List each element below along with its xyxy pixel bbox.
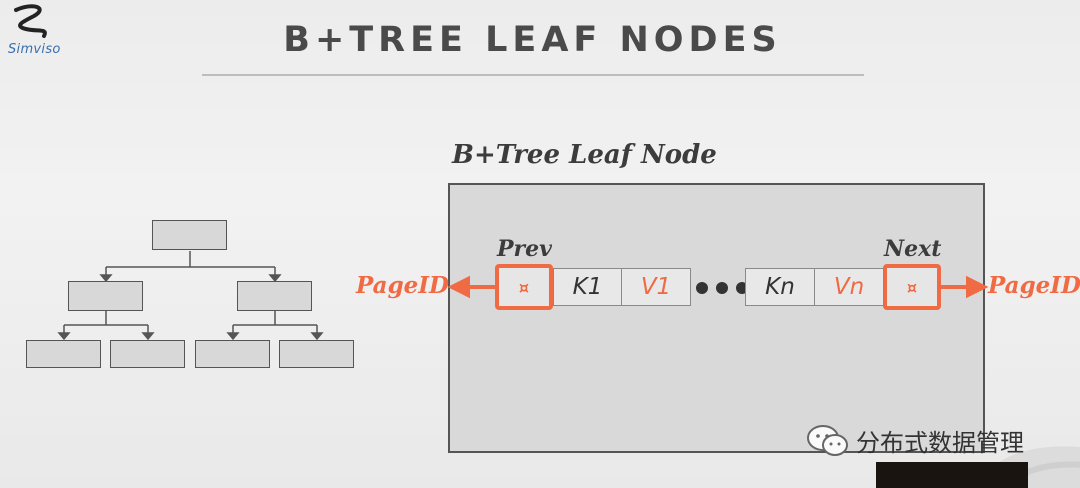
tree-leaf-node bbox=[110, 340, 185, 368]
title-divider bbox=[202, 74, 864, 76]
dot bbox=[696, 282, 708, 294]
left-pageid-label: PageID bbox=[356, 272, 449, 299]
simviso-logo: Simviso bbox=[4, 2, 66, 64]
tree-leaf-node bbox=[195, 340, 270, 368]
dot bbox=[716, 282, 728, 294]
tree-leaf-node bbox=[279, 340, 354, 368]
prev-label: Prev bbox=[497, 236, 552, 262]
key-cell-first: K1 bbox=[553, 268, 622, 306]
logo-mark-icon bbox=[4, 2, 66, 44]
page-title: B+TREE LEAF NODES bbox=[200, 20, 865, 60]
video-overlay-corner bbox=[876, 462, 1028, 488]
next-pointer-box: ¤ bbox=[883, 264, 941, 310]
next-label: Next bbox=[884, 236, 941, 262]
tree-inner-node bbox=[237, 281, 312, 311]
tree-leaf-node bbox=[26, 340, 101, 368]
prev-pointer-box: ¤ bbox=[495, 264, 553, 310]
wechat-watermark: 分布式数据管理 bbox=[806, 423, 1024, 458]
key-cell-last: Kn bbox=[745, 268, 815, 306]
right-pageid-label: PageID bbox=[988, 272, 1080, 299]
tree-inner-node bbox=[68, 281, 143, 311]
leaf-node-caption: B+Tree Leaf Node bbox=[452, 140, 717, 170]
watermark-text: 分布式数据管理 bbox=[856, 423, 1024, 458]
wechat-icon bbox=[806, 424, 850, 458]
value-cell-last: Vn bbox=[814, 268, 884, 306]
ellipsis-dots bbox=[696, 282, 748, 294]
value-cell-first: V1 bbox=[621, 268, 691, 306]
tree-root-node bbox=[152, 220, 227, 250]
leaf-node-box bbox=[448, 183, 985, 453]
logo-text: Simviso bbox=[8, 42, 61, 57]
